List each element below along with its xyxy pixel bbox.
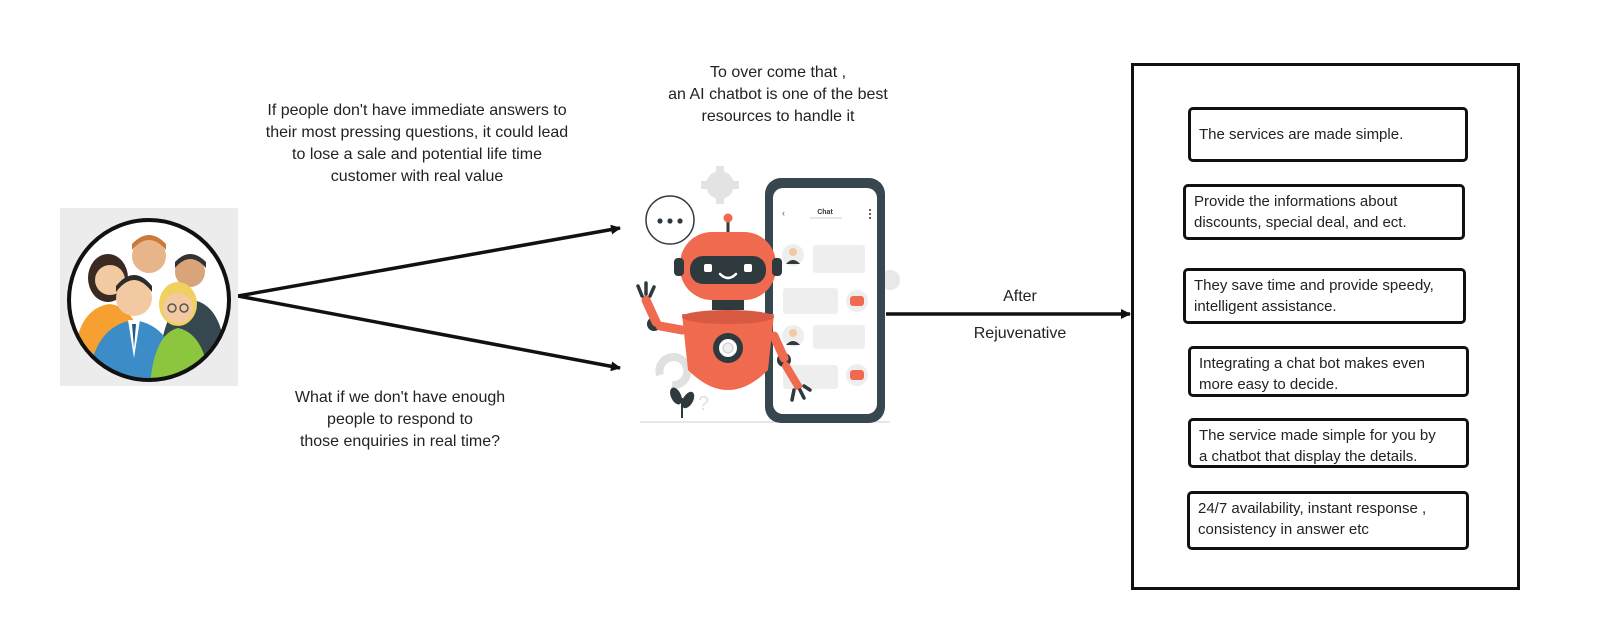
- people-group-icon: [67, 218, 231, 382]
- smartphone-chat-icon: ‹ Chat: [765, 178, 885, 423]
- problem-statement: If people don't have immediate answers t…: [265, 102, 569, 185]
- chatbot-illustration: ? ‹ Chat: [636, 166, 900, 423]
- staffing-question: What if we don't have enough people to r…: [294, 389, 506, 450]
- benefit-item: They save time and provide speedy, intel…: [1183, 268, 1466, 324]
- gear-icon: [701, 166, 739, 204]
- svg-text:Chat: Chat: [817, 209, 833, 216]
- rejuvenative-label: Rejuvenative: [973, 325, 1067, 342]
- benefit-item: The service made simple for you by a cha…: [1188, 418, 1469, 468]
- after-label: After: [1003, 288, 1037, 305]
- typing-bubble: [645, 195, 695, 245]
- svg-text:‹: ‹: [782, 208, 785, 218]
- robot-illustration: [636, 213, 812, 402]
- benefit-item: Integrating a chat bot makes even more e…: [1188, 346, 1469, 397]
- benefit-item: The services are made simple.: [1188, 107, 1468, 162]
- benefit-item: Provide the informations about discounts…: [1183, 184, 1465, 240]
- benefit-item: 24/7 availability, instant response , co…: [1187, 491, 1469, 550]
- solution-intro: To over come that , an AI chatbot is one…: [668, 64, 888, 125]
- arrow-to-chatbot-bottom: [237, 294, 621, 372]
- svg-text:?: ?: [698, 393, 709, 415]
- arrow-to-chatbot-top: [237, 224, 621, 298]
- benefits-panel: The services are made simple. Provide th…: [1131, 63, 1520, 590]
- people-group-panel: [60, 208, 238, 386]
